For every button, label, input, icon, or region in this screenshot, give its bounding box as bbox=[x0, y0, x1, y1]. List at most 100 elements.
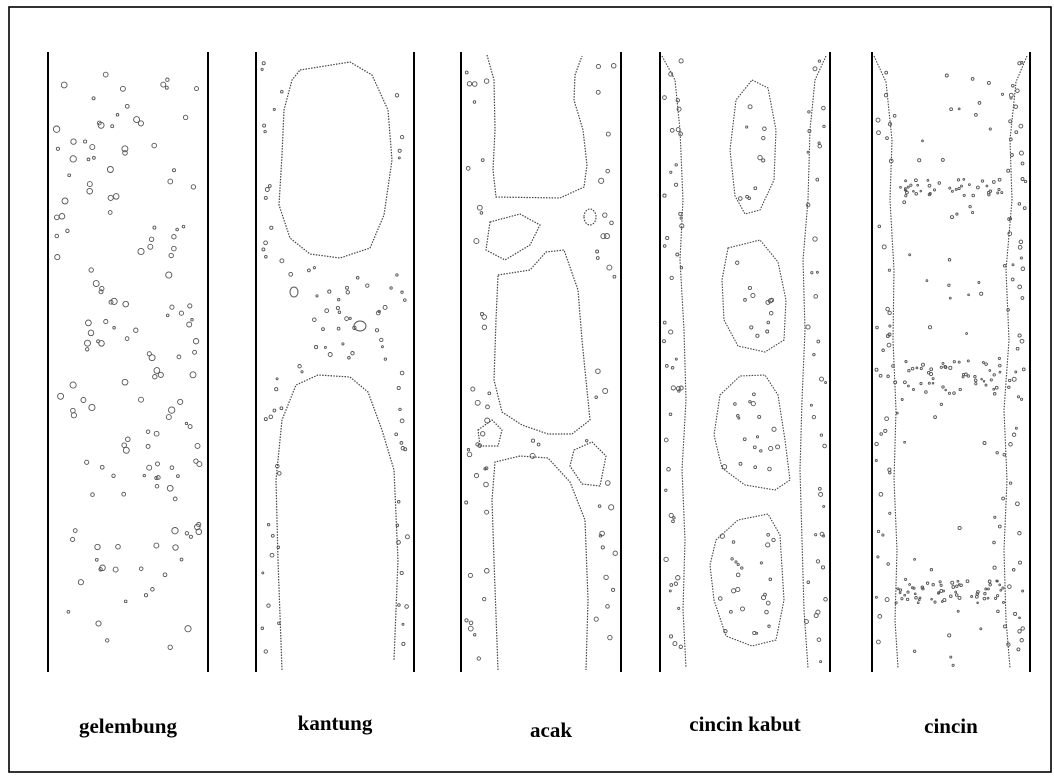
bubble bbox=[1024, 180, 1026, 182]
bubble bbox=[980, 628, 982, 630]
bubble bbox=[68, 174, 71, 177]
bubble bbox=[945, 74, 948, 77]
bubble bbox=[927, 180, 929, 182]
bubble bbox=[475, 400, 480, 405]
bubble bbox=[281, 90, 284, 93]
bubble bbox=[1023, 207, 1026, 210]
bubble bbox=[1021, 162, 1024, 165]
bubble bbox=[670, 171, 672, 173]
panel-label-slug: kantung bbox=[256, 705, 414, 741]
bubble bbox=[962, 376, 964, 378]
bubble bbox=[995, 597, 997, 599]
bubble bbox=[308, 269, 311, 272]
bubble bbox=[749, 401, 751, 403]
bubble bbox=[997, 610, 1000, 613]
bubble bbox=[748, 197, 751, 200]
bubble bbox=[93, 157, 96, 160]
bubble bbox=[951, 190, 953, 192]
bubble bbox=[59, 214, 65, 220]
bubble bbox=[166, 415, 171, 420]
panel-annular bbox=[872, 52, 1030, 672]
bubble bbox=[400, 571, 403, 574]
bubble bbox=[899, 592, 901, 594]
bubble bbox=[953, 392, 956, 395]
bubble bbox=[663, 194, 666, 197]
bubble bbox=[984, 593, 986, 595]
liquid-wisp bbox=[714, 375, 790, 490]
bubble bbox=[324, 346, 326, 348]
bubble bbox=[78, 580, 83, 585]
bubble bbox=[268, 185, 271, 188]
bubble bbox=[913, 190, 915, 192]
bubble bbox=[173, 545, 178, 550]
bubble bbox=[608, 635, 612, 639]
bubble bbox=[776, 445, 780, 449]
bubble bbox=[766, 543, 770, 547]
bubble bbox=[1009, 379, 1011, 381]
bubble bbox=[671, 386, 675, 390]
bubble bbox=[823, 444, 827, 448]
bubble bbox=[928, 382, 930, 384]
bubble bbox=[823, 505, 825, 507]
bubble bbox=[481, 432, 485, 436]
bubble bbox=[808, 111, 810, 113]
bubble bbox=[678, 607, 680, 609]
bubble-field bbox=[261, 62, 409, 654]
bubble bbox=[814, 295, 818, 299]
bubble bbox=[670, 128, 674, 132]
bubble bbox=[887, 375, 890, 378]
bubble bbox=[998, 178, 1001, 181]
bubble bbox=[766, 601, 770, 605]
bubble bbox=[280, 259, 284, 263]
bubble bbox=[980, 292, 983, 295]
bubble bbox=[176, 228, 179, 231]
bubble bbox=[488, 392, 491, 395]
bubble bbox=[919, 597, 921, 599]
bubble bbox=[89, 268, 93, 272]
panel-slug bbox=[256, 52, 414, 672]
bubble bbox=[342, 343, 344, 345]
bubble bbox=[270, 226, 273, 229]
bubble bbox=[981, 378, 983, 380]
bubble bbox=[816, 271, 818, 273]
bubble bbox=[879, 492, 883, 496]
bubble bbox=[818, 60, 820, 62]
bubble bbox=[821, 566, 824, 569]
bubble bbox=[151, 588, 155, 592]
bubble bbox=[897, 588, 899, 590]
bubble bbox=[1020, 639, 1023, 642]
bubble bbox=[61, 82, 67, 88]
bubble bbox=[596, 257, 599, 260]
taylor-bubble-upper bbox=[279, 62, 392, 258]
bubble bbox=[1016, 347, 1019, 350]
bubble bbox=[124, 600, 127, 603]
bubble bbox=[893, 114, 896, 117]
bubble bbox=[62, 198, 68, 204]
bubble bbox=[899, 589, 901, 591]
bubble bbox=[55, 255, 60, 260]
bubble bbox=[466, 167, 470, 171]
bubble bbox=[955, 594, 958, 597]
bubble bbox=[977, 186, 980, 189]
bubble bbox=[889, 512, 891, 514]
bubble bbox=[188, 425, 192, 429]
bubble bbox=[1008, 386, 1010, 388]
bubble bbox=[665, 365, 668, 368]
bubble bbox=[905, 578, 907, 580]
bubble bbox=[1018, 532, 1021, 535]
bubble bbox=[158, 372, 163, 377]
bubble bbox=[156, 462, 160, 466]
bubble bbox=[397, 501, 400, 504]
bubble bbox=[989, 190, 991, 192]
bubble bbox=[732, 589, 736, 593]
bubble bbox=[877, 530, 879, 532]
bubble bbox=[875, 368, 878, 371]
bubble bbox=[956, 585, 958, 587]
bubble bbox=[1015, 371, 1017, 373]
bubble bbox=[1012, 264, 1014, 266]
bubble bbox=[816, 610, 820, 614]
bubble bbox=[270, 553, 274, 557]
bubble bbox=[97, 340, 100, 343]
bubble bbox=[731, 558, 733, 560]
droplet-field bbox=[875, 62, 1027, 667]
